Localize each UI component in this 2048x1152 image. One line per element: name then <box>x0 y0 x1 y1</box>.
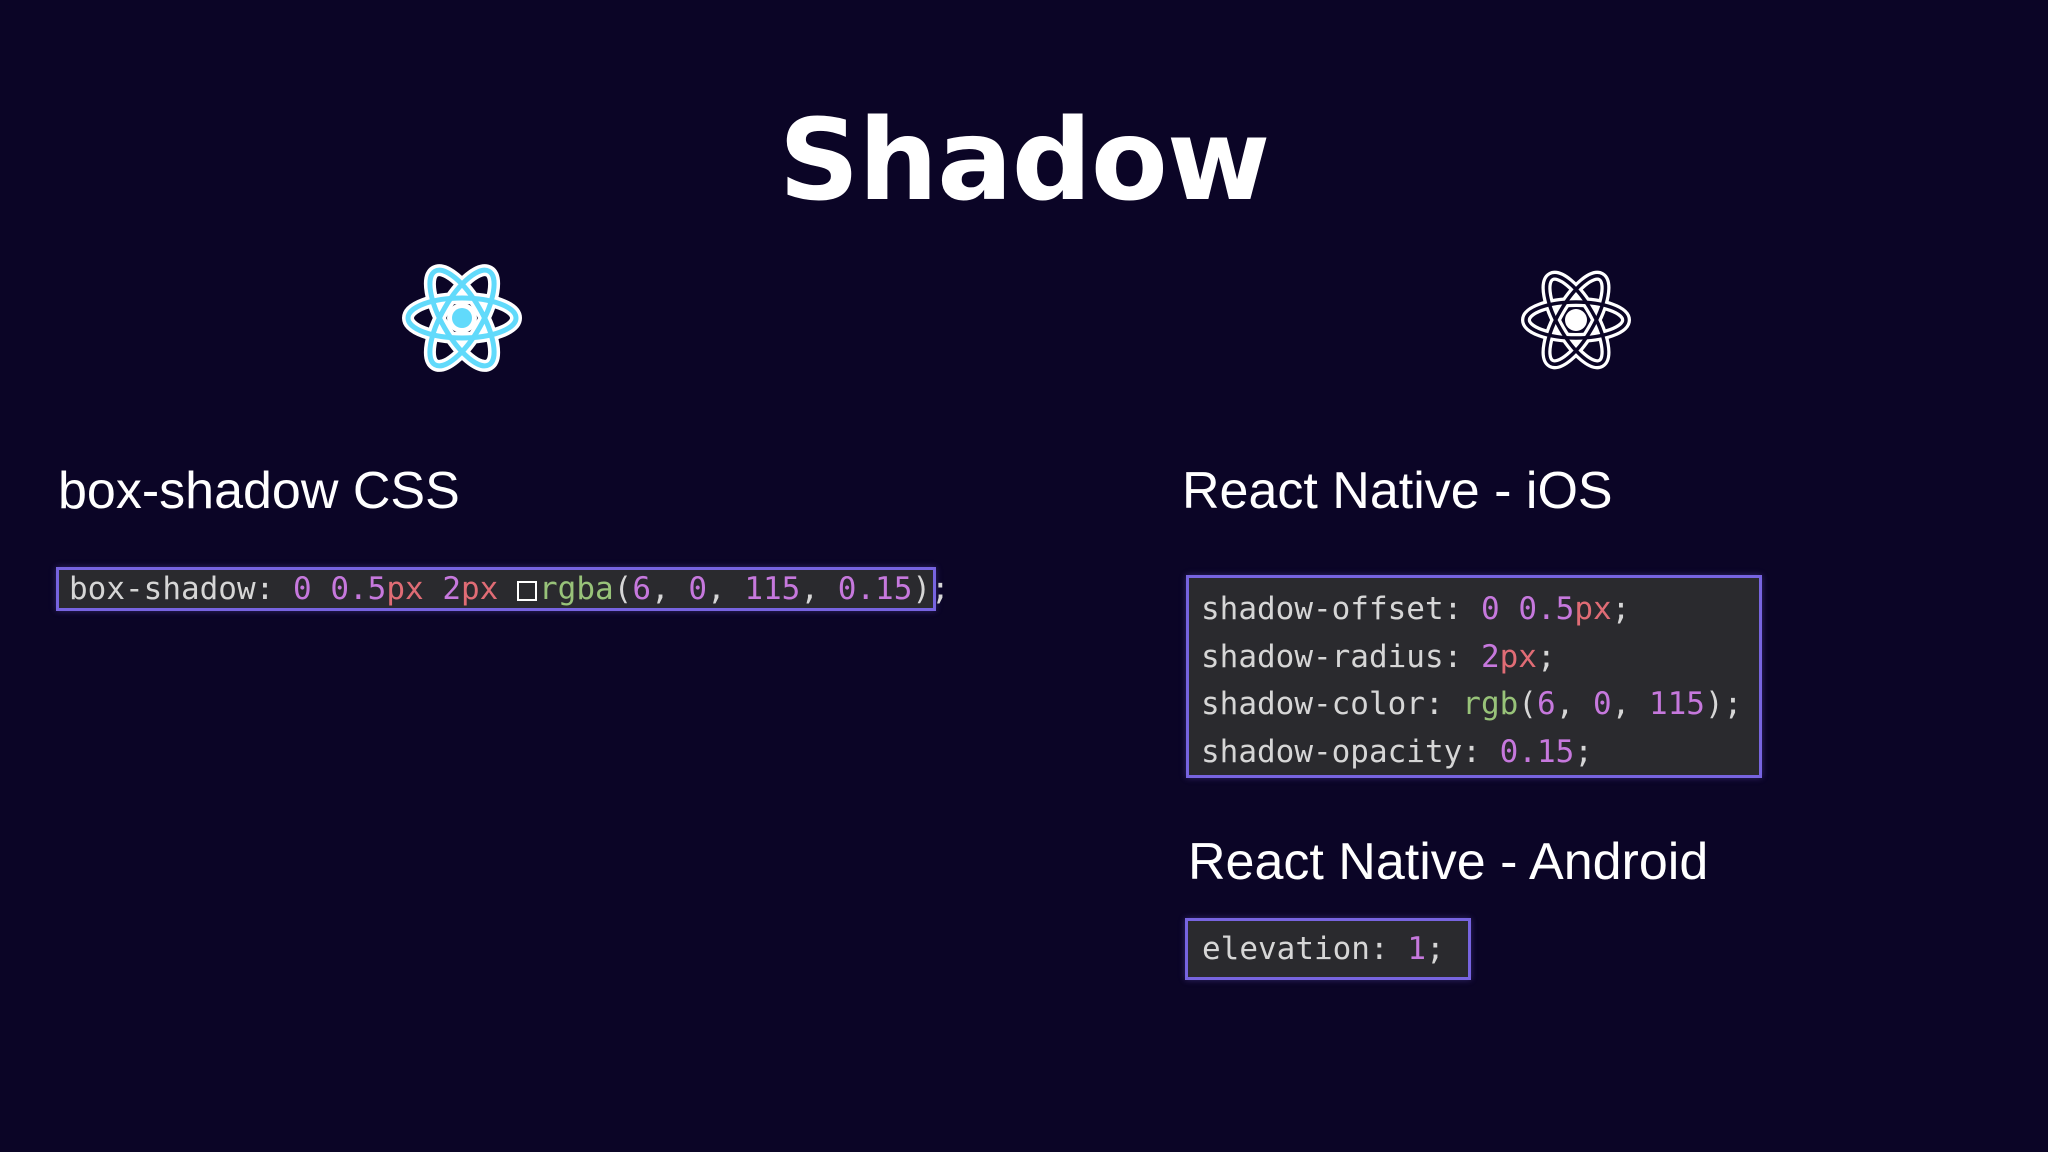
code-number: 0 <box>292 571 312 607</box>
code-close: ); <box>912 571 950 607</box>
android-code-block: elevation: 1; <box>1185 918 1471 980</box>
web-code-block: box-shadow: 0 0.5px 2px rgba(6, 0, 115, … <box>56 567 950 611</box>
react-logo-icon <box>402 264 522 372</box>
code-number: 6 <box>632 571 651 607</box>
code-function: rgba <box>539 571 614 607</box>
code-number: 0.15 <box>1499 733 1575 770</box>
code-comma: , <box>651 571 670 607</box>
code-unit: px <box>461 571 499 607</box>
code-line-shadow-radius: shadow-radius: 2px; <box>1201 638 1556 675</box>
code-colon: : <box>255 571 275 607</box>
code-number: 0 <box>688 571 708 607</box>
ios-code-block: shadow-offset: 0 0.5px; shadow-radius: 2… <box>1186 575 1762 778</box>
color-swatch-icon <box>517 581 537 601</box>
code-number: 0.5 <box>1518 591 1575 627</box>
code-number: 0 <box>1480 591 1500 627</box>
code-property: box-shadow <box>69 571 256 607</box>
code-unit: px <box>386 571 424 607</box>
code-number: 0 <box>1592 686 1612 722</box>
code-number: 1 <box>1407 931 1426 967</box>
code-unit: px <box>1499 638 1537 675</box>
code-unit: px <box>1574 591 1612 627</box>
code-property: shadow-radius <box>1201 638 1444 675</box>
code-number: 2 <box>442 571 461 607</box>
code-function: rgb <box>1462 686 1519 722</box>
android-section-label: React Native - Android <box>1188 833 1709 891</box>
code-line-shadow-color: shadow-color: rgb(6, 0, 115); <box>1201 686 1743 722</box>
code-line-shadow-offset: shadow-offset: 0 0.5px; <box>1201 591 1631 627</box>
code-line-shadow-opacity: shadow-opacity: 0.15; <box>1201 733 1593 770</box>
code-property: shadow-color <box>1201 686 1425 722</box>
code-comma: , <box>800 571 820 607</box>
code-number: 6 <box>1536 686 1556 722</box>
code-comma: , <box>707 571 726 607</box>
page-title: Shadow <box>778 96 1271 226</box>
code-property: shadow-opacity <box>1201 733 1463 770</box>
code-property: shadow-offset <box>1201 591 1444 627</box>
code-number: 2 <box>1480 638 1500 675</box>
code-number: 0.15 <box>837 571 913 607</box>
react-logo-outline-icon <box>1521 270 1631 370</box>
web-section-label: box-shadow CSS <box>58 462 460 520</box>
code-number: 0.5 <box>330 571 387 607</box>
code-number: 115 <box>744 571 801 607</box>
code-number: 115 <box>1648 686 1705 722</box>
code-paren: ( <box>613 571 633 607</box>
ios-section-label: React Native - iOS <box>1182 462 1613 520</box>
code-property: elevation <box>1202 931 1370 967</box>
